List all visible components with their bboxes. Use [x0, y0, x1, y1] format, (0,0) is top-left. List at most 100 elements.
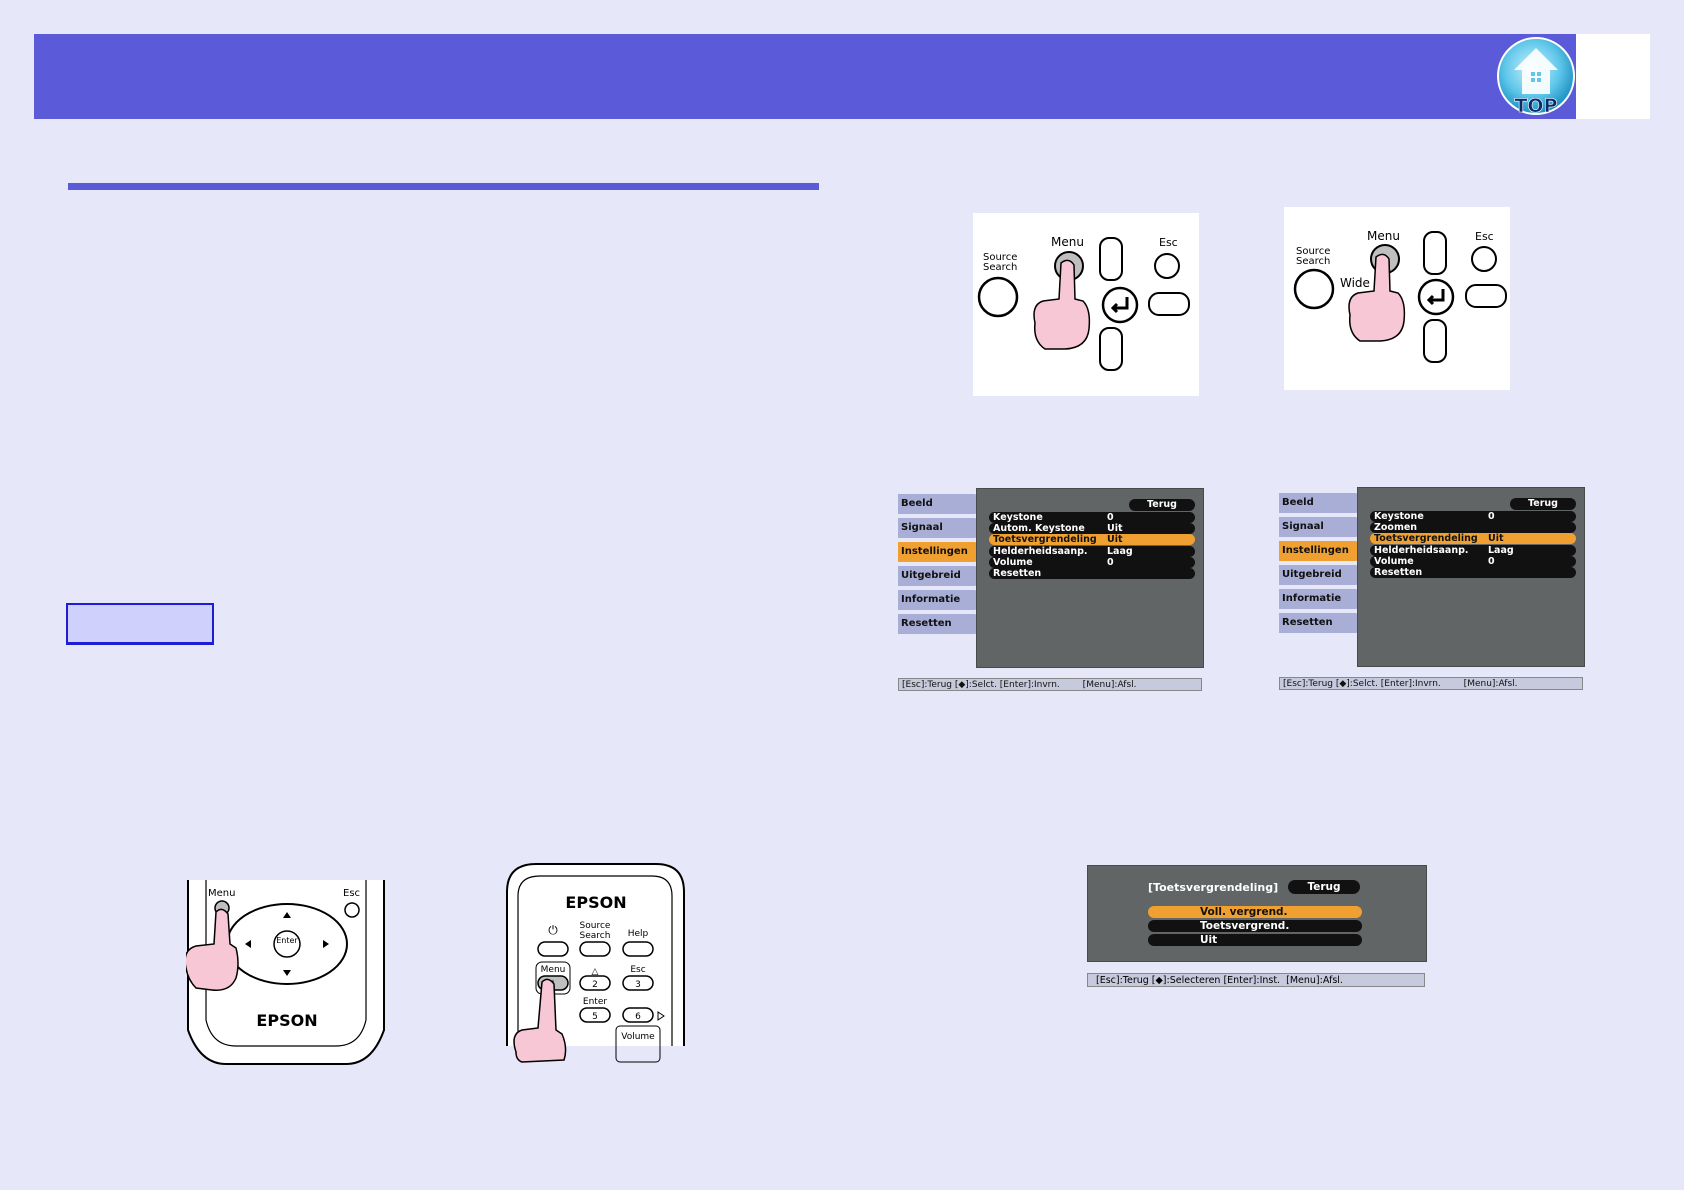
down-button [1099, 327, 1123, 371]
up-button [1099, 237, 1123, 281]
top-house-icon: TOP [1497, 37, 1575, 117]
back-label: Terug [1288, 880, 1360, 894]
menu-tab: Uitgebreid [1279, 565, 1361, 585]
menu-help-bar: [Esc]:Terug [◆]:Selct. [Enter]:Invrn. [M… [898, 678, 1202, 691]
svg-text:6: 6 [635, 1012, 641, 1022]
menu-row-value: Uit [1488, 533, 1504, 545]
menu-row-label: Autom. Keystone [993, 523, 1085, 535]
menu-row-value: 0 [1107, 556, 1114, 568]
svg-text:Source: Source [1296, 246, 1330, 257]
dialog-title: [Toetsvergrendeling] [1148, 881, 1279, 894]
svg-text:Source: Source [580, 921, 611, 931]
menu-row: Keystone 0 [989, 512, 1195, 523]
menu-row-label: Zoomen [1374, 522, 1418, 534]
menu-row-value: Uit [1107, 523, 1123, 535]
enter-button [1101, 286, 1139, 324]
svg-text:Menu: Menu [541, 965, 566, 975]
pointing-finger-icon [1348, 253, 1406, 342]
up-button [1423, 231, 1447, 275]
top-button[interactable]: TOP [1496, 36, 1578, 118]
back-label: Terug [1510, 498, 1576, 510]
menu-tab: Signaal [1279, 517, 1361, 537]
menu-row: Resetten [1370, 567, 1576, 578]
menu-row-label: Keystone [993, 512, 1043, 523]
svg-text:Search: Search [580, 931, 611, 941]
menu-row-label: Resetten [1374, 567, 1423, 578]
menu-row-value: 0 [1488, 555, 1495, 567]
svg-text:Wide: Wide [1340, 276, 1370, 290]
menu-row-value: 0 [1107, 512, 1114, 523]
menu-row-label: Volume [993, 556, 1033, 568]
esc-button [1154, 253, 1180, 279]
menu-row-label: Helderheidsaanp. [1374, 544, 1469, 556]
dialog-help-bar: [Esc]:Terug [◆]:Selecteren [Enter]:Inst.… [1087, 973, 1425, 987]
menu-row-label: Keystone [1374, 511, 1424, 522]
svg-text:Esc: Esc [1475, 230, 1494, 243]
menu-tab: Beeld [898, 494, 980, 514]
svg-text:Help: Help [628, 929, 649, 939]
menu-row-label: Volume [1374, 555, 1414, 567]
svg-text:Source: Source [983, 252, 1017, 263]
pointing-finger-icon [513, 978, 567, 1063]
svg-text:Esc: Esc [1159, 236, 1178, 249]
esc-button [622, 975, 654, 991]
menu-row-label: Toetsvergrendeling [993, 534, 1097, 546]
source-search-button [1293, 268, 1335, 310]
key-lock-dialog: [Toetsvergrendeling] Terug Voll. vergren… [1087, 865, 1427, 962]
menu-row: Autom. Keystone Uit [989, 523, 1195, 535]
menu-row-label: Helderheidsaanp. [993, 545, 1088, 557]
header-bar [34, 34, 1576, 119]
menu-row-label: Resetten [993, 568, 1042, 579]
down-button [1423, 319, 1447, 363]
pointing-finger-icon [184, 908, 239, 991]
menu-help-bar: [Esc]:Terug [◆]:Selct. [Enter]:Invrn. [M… [1279, 677, 1583, 690]
key-2-button [579, 975, 611, 991]
control-panel-image-2: Source Search Menu Wide Esc [1284, 207, 1510, 390]
help-button [622, 941, 654, 957]
menu-tab: Informatie [1279, 589, 1361, 609]
back-label: Terug [1129, 499, 1195, 511]
svg-text:Search: Search [983, 262, 1017, 273]
menu-row-label: Toetsvergrendeling [1374, 533, 1478, 545]
remote-control-image-2: EPSON ⏻ Source Search Help Menu 1 △ 2 Es… [506, 862, 686, 1064]
svg-text:Menu: Menu [1367, 229, 1400, 243]
menu-row: Helderheidsaanp.Laag [989, 545, 1195, 557]
svg-text:EPSON: EPSON [256, 1011, 317, 1030]
svg-text:Enter: Enter [583, 997, 607, 1007]
source-search-button [977, 276, 1019, 318]
svg-text:Esc: Esc [343, 888, 360, 899]
section-rule [68, 183, 819, 190]
menu-tab: Resetten [898, 614, 980, 634]
menu-row: Volume 0 [989, 556, 1195, 568]
menu-row: Toetsvergrendeling Uit [1370, 533, 1576, 545]
svg-text:Search: Search [1296, 256, 1330, 267]
pointing-finger-icon [1033, 259, 1091, 350]
key-6-button [622, 1007, 654, 1023]
svg-text:Menu: Menu [208, 888, 235, 899]
power-icon: ⏻ [548, 923, 558, 937]
right-button [1465, 284, 1507, 308]
menu-tab: Informatie [898, 590, 980, 610]
svg-text:Enter: Enter [276, 936, 298, 945]
menu-tab: Instellingen [1279, 541, 1361, 561]
option-off: Uit [1148, 934, 1362, 946]
svg-text:Esc: Esc [630, 965, 645, 975]
option-partial-lock: Toetsvergrend. [1148, 920, 1362, 932]
svg-text:2: 2 [592, 980, 598, 990]
menu-row-value: Laag [1488, 544, 1514, 556]
esc-button [344, 902, 360, 918]
source-search-button [579, 941, 611, 957]
menu-row-value: Uit [1107, 534, 1123, 546]
menu-row: Toetsvergrendeling Uit [989, 534, 1195, 546]
enter-button [273, 930, 301, 958]
enter-button [579, 1007, 611, 1023]
menu-tab: Instellingen [898, 542, 980, 562]
option-full-lock: Voll. vergrend. [1148, 906, 1362, 918]
